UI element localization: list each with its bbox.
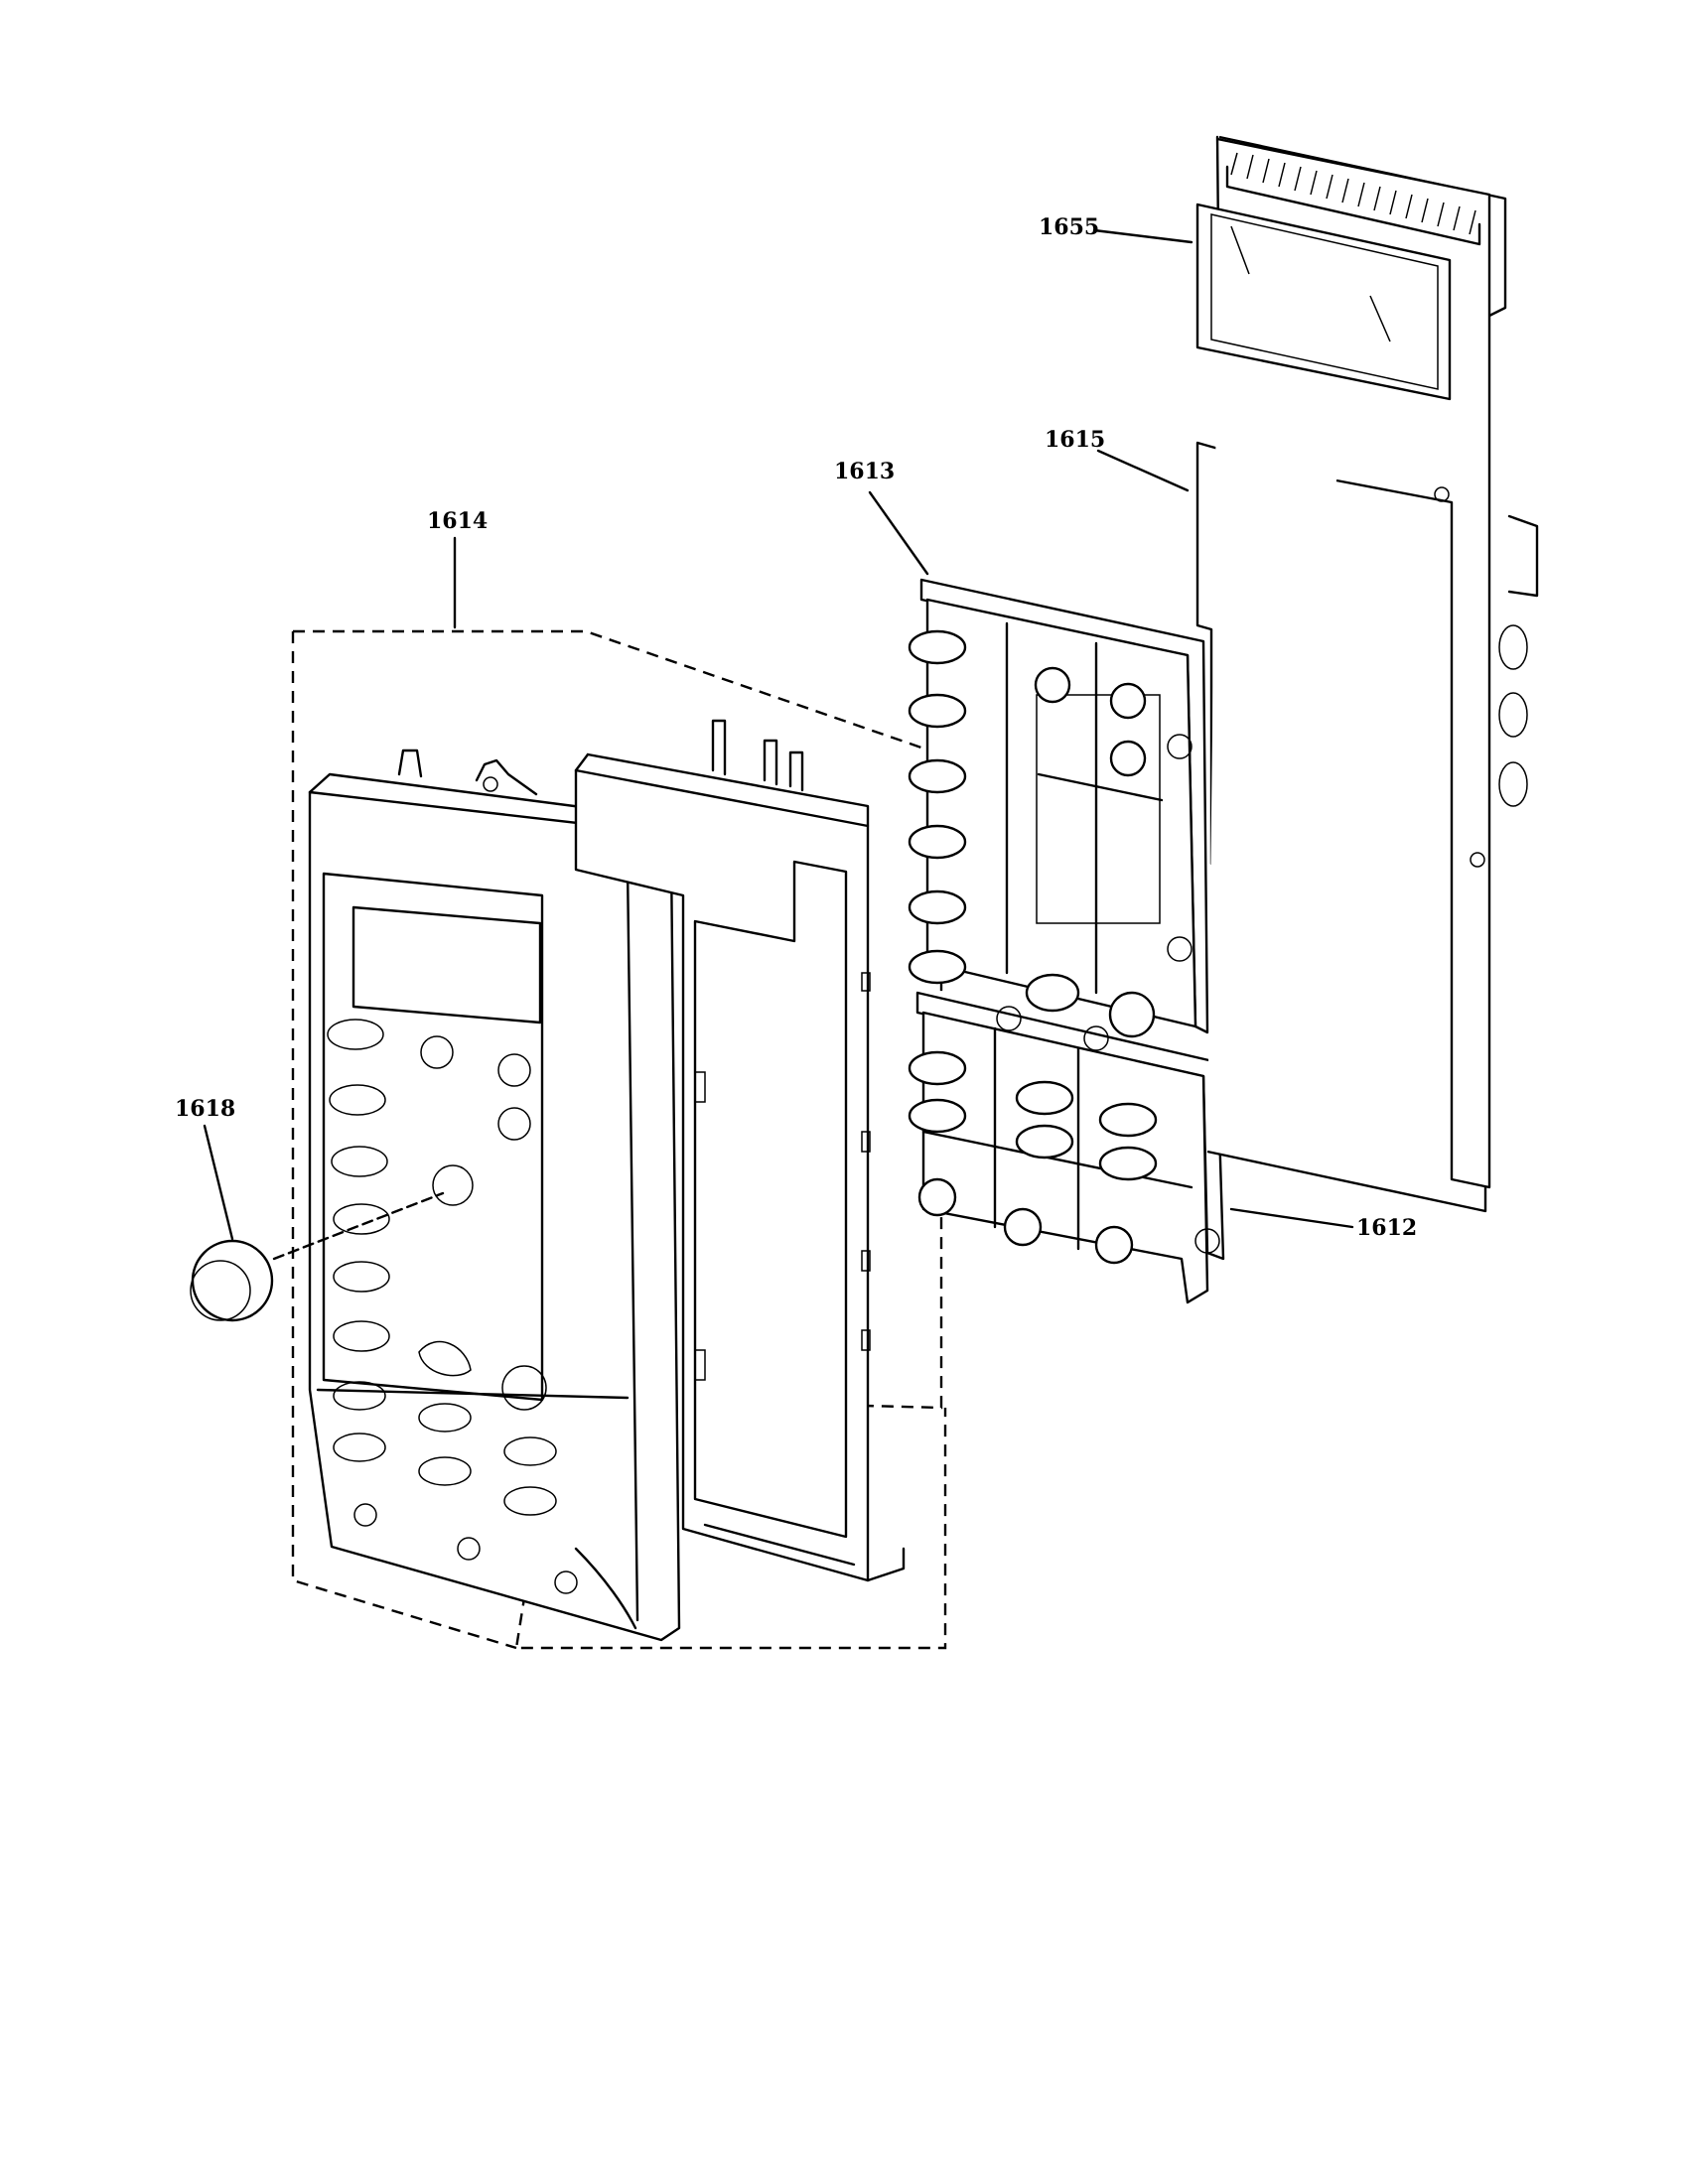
keypad-bottom [333,1381,578,1594]
callout-1612: 1612 [1229,1207,1417,1241]
callout-label-1613: 1613 [834,459,895,484]
keypad-left-column [327,1019,390,1352]
callout-1618: 1618 [175,1096,235,1241]
front-control-panel [308,749,681,1642]
leader-line-1655 [1092,228,1193,244]
callout-1613: 1613 [834,459,929,576]
callout-label-1655: 1655 [1039,214,1099,240]
rear-frame [574,719,906,1582]
callout-1615: 1615 [1045,427,1190,492]
display-window [351,905,542,1024]
holder-1613-keys [908,629,1193,1038]
callout-label-1614: 1614 [427,508,488,534]
button-holder-1613 [908,578,1209,1038]
callout-1614: 1614 [427,508,488,629]
knob-1618 [190,1191,445,1322]
leader-line-1612 [1229,1207,1354,1229]
leader-line-1618 [203,1124,234,1241]
leader-line-1615 [1096,449,1190,492]
callout-label-1612: 1612 [1356,1215,1417,1241]
callout-label-1615: 1615 [1045,427,1105,453]
button-holder-1612 [908,991,1225,1304]
holder-1612-keys [908,1006,1220,1265]
leader-line-1613 [868,490,929,576]
callout-label-1618: 1618 [175,1096,235,1122]
display-fins [1230,152,1476,235]
display-module-1655 [1195,135,1539,1213]
callout-1655: 1655 [1039,214,1193,244]
